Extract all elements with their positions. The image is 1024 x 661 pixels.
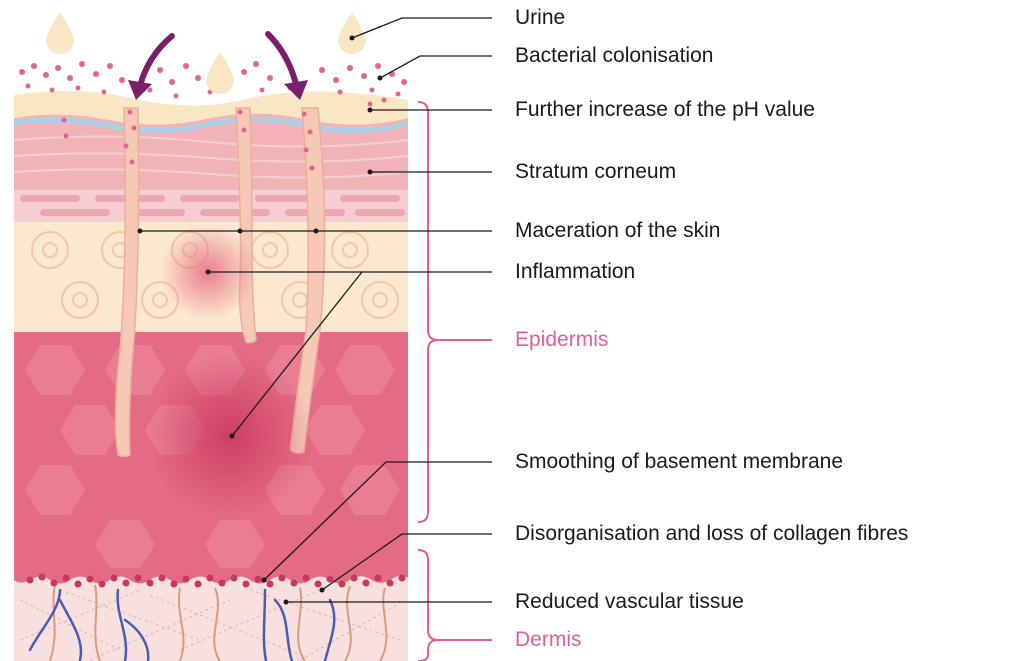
label-bacterial-colonisation: Bacterial colonisation <box>515 44 713 68</box>
urine-drop-1 <box>46 12 74 54</box>
layer-brackets <box>418 102 492 661</box>
urine-drops <box>46 12 366 94</box>
label-collagen-fibres: Disorganisation and loss of collagen fib… <box>515 522 908 546</box>
arrow-left <box>140 36 172 86</box>
urine-drop-3 <box>338 12 366 54</box>
stratum-lucidum <box>14 188 408 222</box>
label-basement-membrane: Smoothing of basement membrane <box>515 450 843 474</box>
label-dermis: Dermis <box>515 628 582 652</box>
dermis-bracket <box>418 550 438 661</box>
label-ph-increase: Further increase of the pH value <box>515 98 815 122</box>
leader-bacterial <box>380 56 492 78</box>
label-epidermis: Epidermis <box>515 328 608 352</box>
label-vascular-tissue: Reduced vascular tissue <box>515 590 744 614</box>
leader-urine <box>352 18 492 38</box>
epidermis-bracket <box>418 102 438 522</box>
label-inflammation: Inflammation <box>515 260 635 284</box>
label-stratum-corneum: Stratum corneum <box>515 160 676 184</box>
label-maceration: Maceration of the skin <box>515 219 720 243</box>
label-urine: Urine <box>515 6 565 30</box>
urine-drop-2 <box>206 52 234 94</box>
